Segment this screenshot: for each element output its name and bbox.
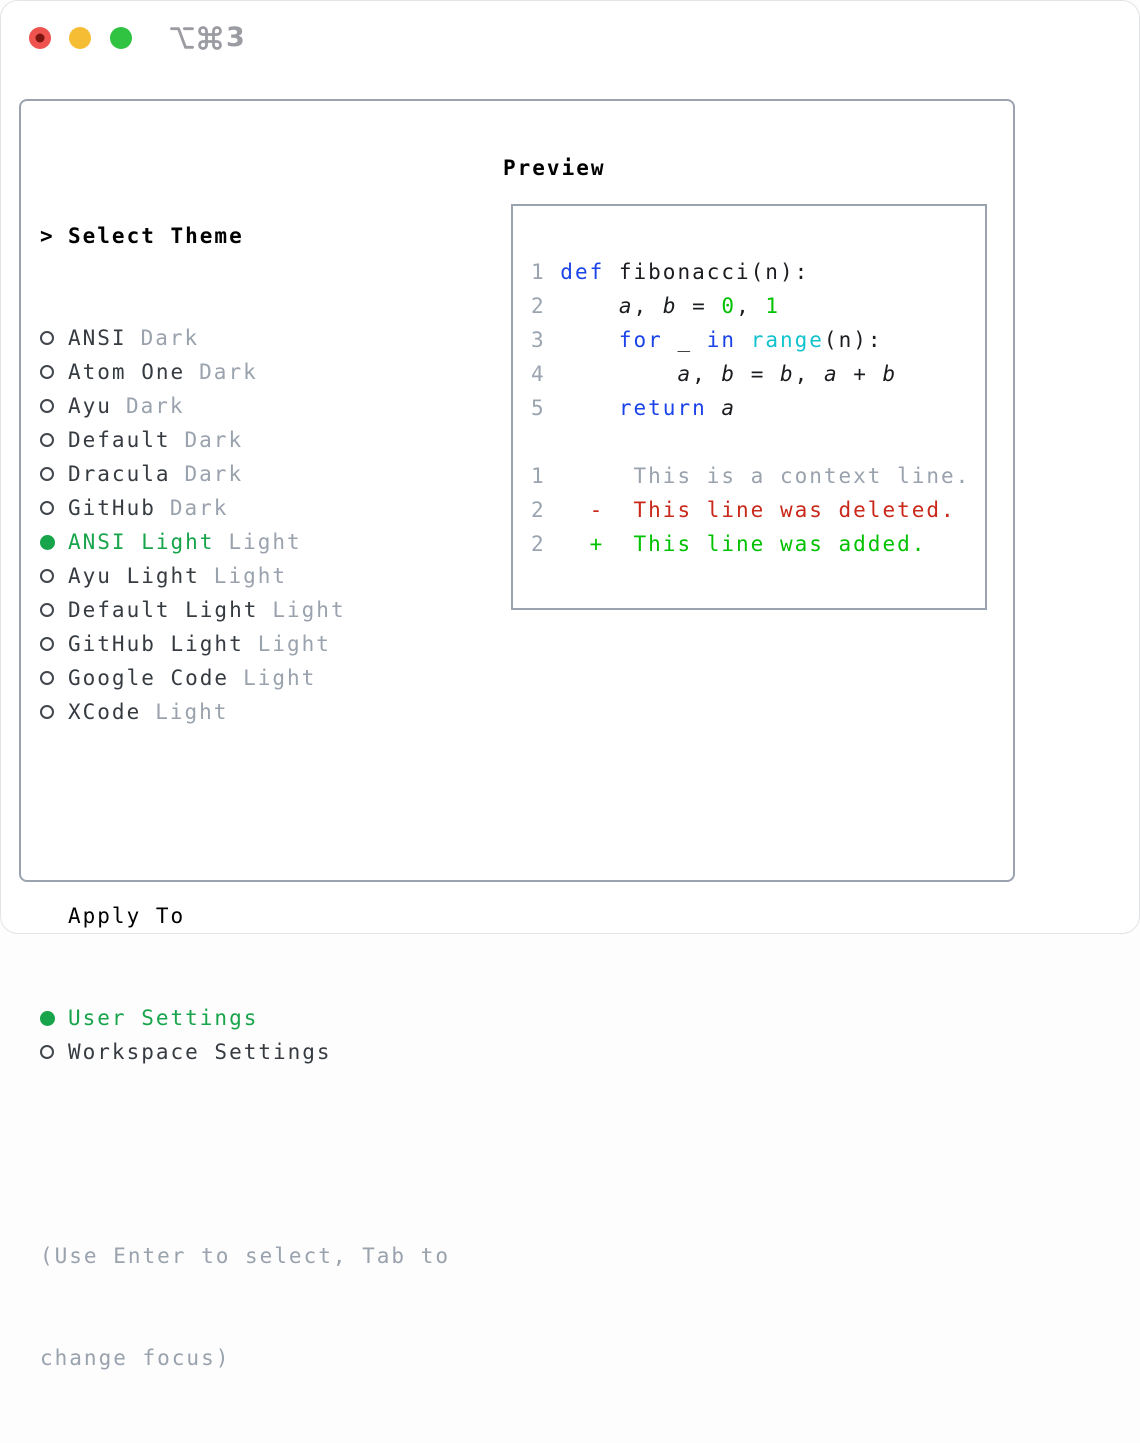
radio-icon — [40, 399, 54, 413]
theme-dialog-panel: > Select Theme ANSI Dark Atom One Dark A… — [19, 99, 1015, 882]
radio-icon — [40, 671, 54, 685]
theme-option-default-light[interactable]: Default Light Light — [40, 593, 450, 627]
spacer-row — [40, 797, 450, 831]
theme-option-atom-one[interactable]: Atom One Dark — [40, 355, 450, 389]
radio-icon — [40, 1011, 55, 1026]
code-line: 5 return a — [531, 391, 970, 425]
minimize-button[interactable] — [69, 27, 91, 49]
apply-option-workspace-settings[interactable]: Workspace Settings — [40, 1035, 450, 1069]
shortcut-number: 3 — [226, 22, 245, 54]
code-line: 3 for _ in range(n): — [531, 323, 970, 357]
hint-line-1: (Use Enter to select, Tab to — [40, 1239, 450, 1273]
code-line: 2 a, b = 0, 1 — [531, 289, 970, 323]
close-button-dot — [36, 34, 45, 43]
radio-icon — [40, 705, 54, 719]
radio-icon — [40, 637, 54, 651]
zoom-button[interactable] — [110, 27, 132, 49]
apply-option-user-settings[interactable]: User Settings — [40, 1001, 450, 1035]
theme-option-ayu[interactable]: Ayu Dark — [40, 389, 450, 423]
radio-icon — [40, 535, 55, 550]
radio-icon — [40, 1045, 54, 1059]
code-line: 2 + This line was added. — [531, 527, 970, 561]
code-line: 4 a, b = b, a + b — [531, 357, 970, 391]
caret-icon: > — [40, 219, 55, 253]
theme-option-xcode[interactable]: XCode Light — [40, 695, 450, 729]
command-key-icon — [196, 24, 224, 52]
theme-option-dracula[interactable]: Dracula Dark — [40, 457, 450, 491]
hint-line-2: change focus) — [40, 1341, 450, 1375]
close-button[interactable] — [29, 27, 51, 49]
code-line: 2 - This line was deleted. — [531, 493, 970, 527]
preview-title: Preview — [503, 151, 606, 185]
code-line — [531, 425, 970, 459]
theme-list: ANSI Dark Atom One Dark Ayu Dark Default… — [40, 321, 450, 729]
apply-to-header: Apply To — [40, 899, 450, 933]
theme-option-ansi-light[interactable]: ANSI Light Light — [40, 525, 450, 559]
code-line: 1 This is a context line. — [531, 459, 970, 493]
theme-option-github-light[interactable]: GitHub Light Light — [40, 627, 450, 661]
theme-option-github[interactable]: GitHub Dark — [40, 491, 450, 525]
radio-icon — [40, 433, 54, 447]
theme-option-ayu-light[interactable]: Ayu Light Light — [40, 559, 450, 593]
app-window: 3 > Select Theme ANSI Dark Atom One Dark… — [0, 0, 1140, 934]
radio-icon — [40, 331, 54, 345]
select-theme-title: Select Theme — [68, 219, 244, 253]
code-line: 1 def fibonacci(n): — [531, 255, 970, 289]
option-key-icon — [168, 24, 196, 52]
radio-icon — [40, 467, 54, 481]
window-shortcut-label: 3 — [168, 22, 245, 54]
radio-icon — [40, 501, 54, 515]
spacer-row — [40, 1137, 450, 1171]
radio-icon — [40, 569, 54, 583]
theme-option-ansi[interactable]: ANSI Dark — [40, 321, 450, 355]
theme-selector: > Select Theme ANSI Dark Atom One Dark A… — [40, 151, 450, 1443]
apply-to-list: User Settings Workspace Settings — [40, 1001, 450, 1069]
select-theme-header: > Select Theme — [40, 219, 450, 253]
theme-option-google-code[interactable]: Google Code Light — [40, 661, 450, 695]
theme-option-default[interactable]: Default Dark — [40, 423, 450, 457]
radio-icon — [40, 365, 54, 379]
apply-to-title: Apply To — [68, 899, 185, 933]
radio-icon — [40, 603, 54, 617]
